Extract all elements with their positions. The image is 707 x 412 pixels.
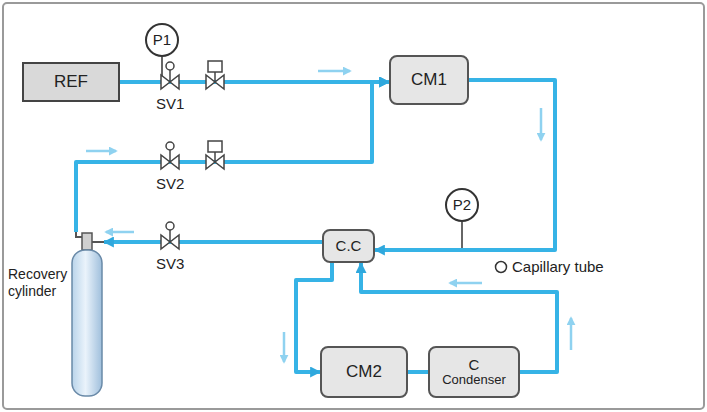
- cylinder-body: [72, 250, 102, 396]
- cooling-coil-box: C.C: [322, 229, 375, 263]
- outer-frame: [3, 3, 704, 409]
- compressor-box: CM1: [389, 55, 469, 105]
- refrigerant-pipe: [76, 82, 389, 232]
- pressure-gauge: P1: [145, 23, 179, 57]
- manual-valve: [161, 222, 179, 249]
- solenoid-valve: [206, 141, 224, 169]
- valve-label: SV1: [156, 95, 184, 112]
- refrigerator-box: REF: [22, 62, 120, 102]
- node-label: C.C: [336, 237, 362, 254]
- cylinder-outline: [70, 232, 104, 398]
- flow-arrow: [86, 150, 116, 153]
- pressure-gauge: P2: [445, 188, 479, 222]
- node-label: CM2: [346, 362, 382, 382]
- compressor-box: CM2: [320, 346, 408, 398]
- flow-arrow: [318, 70, 350, 73]
- flow-arrow: [450, 282, 482, 285]
- cylinder-valve: [82, 233, 92, 250]
- node-label: C: [469, 356, 480, 373]
- cylinder-port: [91, 241, 104, 243]
- valve-label: SV3: [156, 255, 184, 272]
- capillary-marker: [496, 262, 507, 273]
- node-label: P1: [153, 31, 171, 48]
- manual-valve: [161, 142, 179, 169]
- node-label: Condenser: [442, 373, 506, 388]
- cylinder-label: Recovery cylinder: [8, 266, 68, 300]
- flow-arrow: [106, 231, 134, 234]
- flow-arrows: [86, 71, 571, 362]
- valve-label: SV2: [156, 175, 184, 192]
- gauge-stem: [461, 222, 463, 248]
- node-label: P2: [453, 196, 471, 213]
- solenoid-valve: [206, 61, 224, 89]
- refrigerant-pipe: [408, 370, 428, 374]
- part-label: Capillary tube: [512, 258, 604, 275]
- recovery-cylinder: Recovery cylinder: [70, 232, 104, 398]
- node-label: CM1: [411, 70, 447, 90]
- node-label: REF: [54, 72, 88, 92]
- manual-valve: [161, 62, 179, 89]
- flow-arrow: [570, 318, 573, 350]
- refrigerant-pipe: [375, 80, 555, 250]
- refrigerant-pipe: [104, 240, 322, 244]
- condenser-box: CCondenser: [428, 346, 520, 398]
- flow-arrow: [540, 108, 543, 140]
- flow-arrow: [283, 332, 286, 362]
